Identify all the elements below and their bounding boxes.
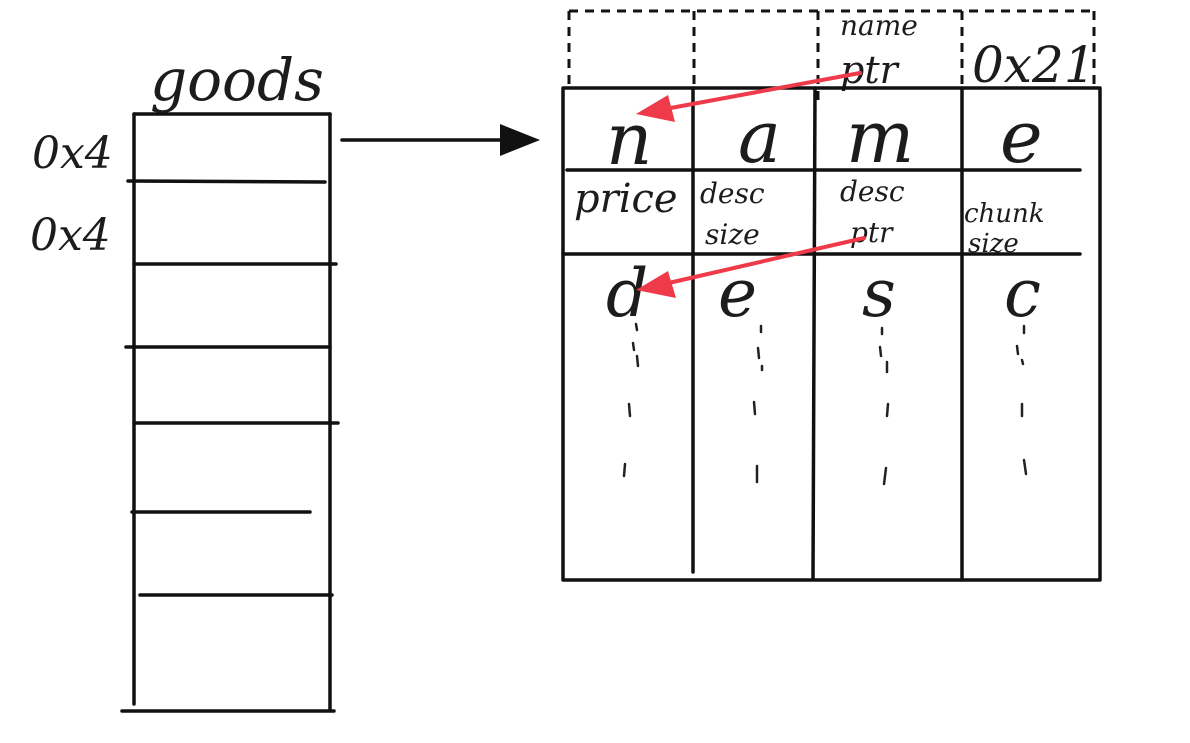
desc-ptr-arrow-shaft (658, 236, 866, 287)
arrow-head (500, 124, 540, 156)
cell-byte-s: s (862, 255, 896, 332)
cell-desc-size-line1: desc (700, 177, 765, 210)
continuation-mark (752, 324, 764, 484)
cell-byte-d: d (606, 255, 648, 332)
cell-desc-ptr-line2: ptr (850, 216, 894, 249)
cell-desc-ptr-line1: desc (840, 175, 905, 208)
cell-byte-c: c (1004, 255, 1041, 332)
desc-ptr-arrow (636, 236, 866, 298)
goods-label-1: 0x4 (30, 210, 111, 261)
cell-desc-size-line2: size (705, 218, 760, 251)
chunk-header: name ptr 0x21 (567, 9, 1096, 105)
continuation-mark (878, 326, 890, 486)
chunk-body (561, 86, 1102, 582)
continuation-mark (1015, 324, 1028, 476)
cell-byte-m: m (846, 95, 914, 179)
goods-array (120, 112, 340, 713)
goods-to-chunk-arrow (340, 124, 540, 156)
name-ptr-arrow-shaft (658, 71, 862, 112)
chunk-outline (561, 86, 1102, 582)
header-cell-name-ptr: name ptr (840, 9, 927, 92)
cell-chunk-size: chunk size (964, 199, 1053, 259)
cell-desc-size: desc size (700, 177, 773, 251)
goods-array-labels: 0x4 0x4 (30, 128, 113, 261)
cell-byte-a: a (738, 95, 781, 179)
header-cell-name-ptr-line2: ptr (840, 48, 901, 92)
chunk-row-fields: price desc size desc ptr chunk size (574, 175, 1053, 259)
goods-array-slot-divider (126, 179, 327, 184)
header-cell-prev-size: 0x21 (972, 36, 1096, 94)
chunk-row-desc: d e s c (606, 255, 1041, 332)
goods-title: goods (150, 46, 324, 114)
cell-chunk-size-line2: size (968, 229, 1019, 259)
continuation-mark (622, 322, 640, 478)
name-ptr-arrow (636, 71, 862, 122)
continuation-marks (622, 322, 1028, 486)
desc-ptr-arrow-head (636, 271, 676, 298)
chunk-column-divider (811, 86, 817, 580)
cell-desc-ptr: desc ptr (840, 175, 913, 249)
goods-label-0: 0x4 (32, 128, 113, 179)
cell-chunk-size-line1: chunk (964, 199, 1045, 229)
cell-byte-e: e (1000, 95, 1043, 179)
cell-price: price (574, 176, 678, 222)
name-ptr-arrow-head (636, 95, 675, 122)
header-cell-name-ptr-line1: name (840, 9, 918, 42)
